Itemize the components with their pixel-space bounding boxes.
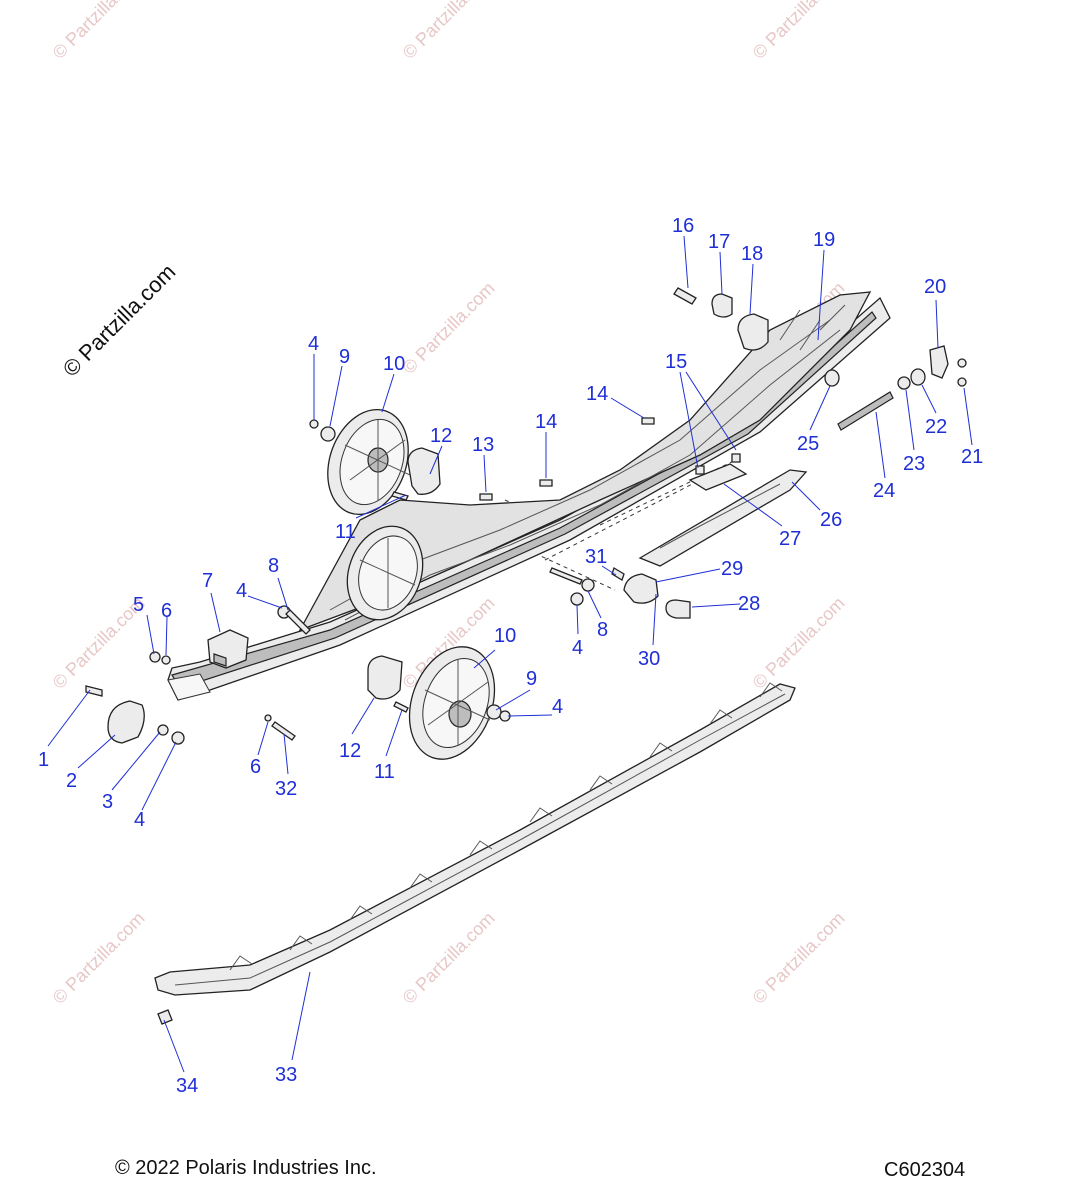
watermark-tile: © Partzilla.com — [399, 0, 499, 63]
watermark-main: © Partzilla.com — [58, 259, 181, 382]
callout-12: 12 — [339, 740, 361, 762]
callout-11: 11 — [335, 521, 356, 543]
callout-16: 16 — [672, 215, 694, 237]
watermark-tile: © Partzilla.com — [49, 0, 149, 63]
callout-25: 25 — [797, 433, 819, 455]
callout-21: 21 — [961, 446, 983, 468]
watermark-tile: © Partzilla.com — [749, 0, 849, 63]
callout-numbers: 1 2 3 4 5 6 7 4 8 4 9 10 11 12 13 14 14 … — [38, 215, 983, 1097]
leader-lines — [47, 235, 973, 1073]
watermark-tile: © Partzilla.com — [49, 908, 149, 1008]
callout-8: 8 — [268, 555, 279, 577]
callout-9: 9 — [526, 668, 537, 690]
callout-13: 13 — [472, 434, 494, 456]
callout-5: 5 — [133, 594, 144, 616]
callout-31: 31 — [585, 546, 607, 568]
watermark-tile: © Partzilla.com — [399, 908, 499, 1008]
callout-27: 27 — [779, 528, 801, 550]
callout-34: 34 — [176, 1075, 198, 1097]
callout-7: 7 — [202, 570, 213, 592]
callout-6: 6 — [250, 756, 261, 778]
callout-20: 20 — [924, 276, 946, 298]
callout-29: 29 — [721, 558, 743, 580]
callout-22: 22 — [925, 416, 947, 438]
callout-4: 4 — [552, 696, 563, 718]
callout-15: 15 — [665, 351, 687, 373]
callout-8: 8 — [597, 619, 608, 641]
callout-10: 10 — [383, 353, 405, 375]
rail-assembly — [167, 291, 891, 701]
callout-2: 2 — [66, 770, 77, 792]
copyright-footer: © 2022 Polaris Industries Inc. — [115, 1157, 377, 1179]
callout-23: 23 — [903, 453, 925, 475]
diagram-code: C602304 — [884, 1159, 966, 1181]
callout-4: 4 — [134, 809, 145, 831]
wheel-upper — [327, 408, 411, 516]
callout-30: 30 — [638, 648, 660, 670]
watermark-tile: © Partzilla.com — [399, 278, 499, 378]
callout-3: 3 — [102, 791, 113, 813]
callout-33: 33 — [275, 1064, 297, 1086]
callout-4: 4 — [308, 333, 319, 355]
callout-19: 19 — [813, 229, 835, 251]
wheel-lower — [408, 646, 496, 760]
watermark-tile: © Partzilla.com — [749, 593, 849, 693]
callout-1: 1 — [38, 749, 49, 771]
callout-11: 11 — [374, 761, 395, 783]
callout-10: 10 — [494, 625, 516, 647]
callout-26: 26 — [820, 509, 842, 531]
callout-12: 12 — [430, 425, 452, 447]
callout-6: 6 — [161, 600, 172, 622]
callout-18: 18 — [741, 243, 763, 265]
callout-4: 4 — [236, 580, 247, 602]
callout-32: 32 — [275, 778, 297, 800]
slide-runner — [154, 682, 796, 996]
callout-17: 17 — [708, 231, 730, 253]
wheel-middle — [346, 525, 424, 621]
callout-24: 24 — [873, 480, 895, 502]
watermark-tile: © Partzilla.com — [749, 908, 849, 1008]
callout-28: 28 — [738, 593, 760, 615]
callout-9: 9 — [339, 346, 350, 368]
callout-4: 4 — [572, 637, 583, 659]
callout-14: 14 — [586, 383, 608, 405]
callout-14: 14 — [535, 411, 557, 433]
